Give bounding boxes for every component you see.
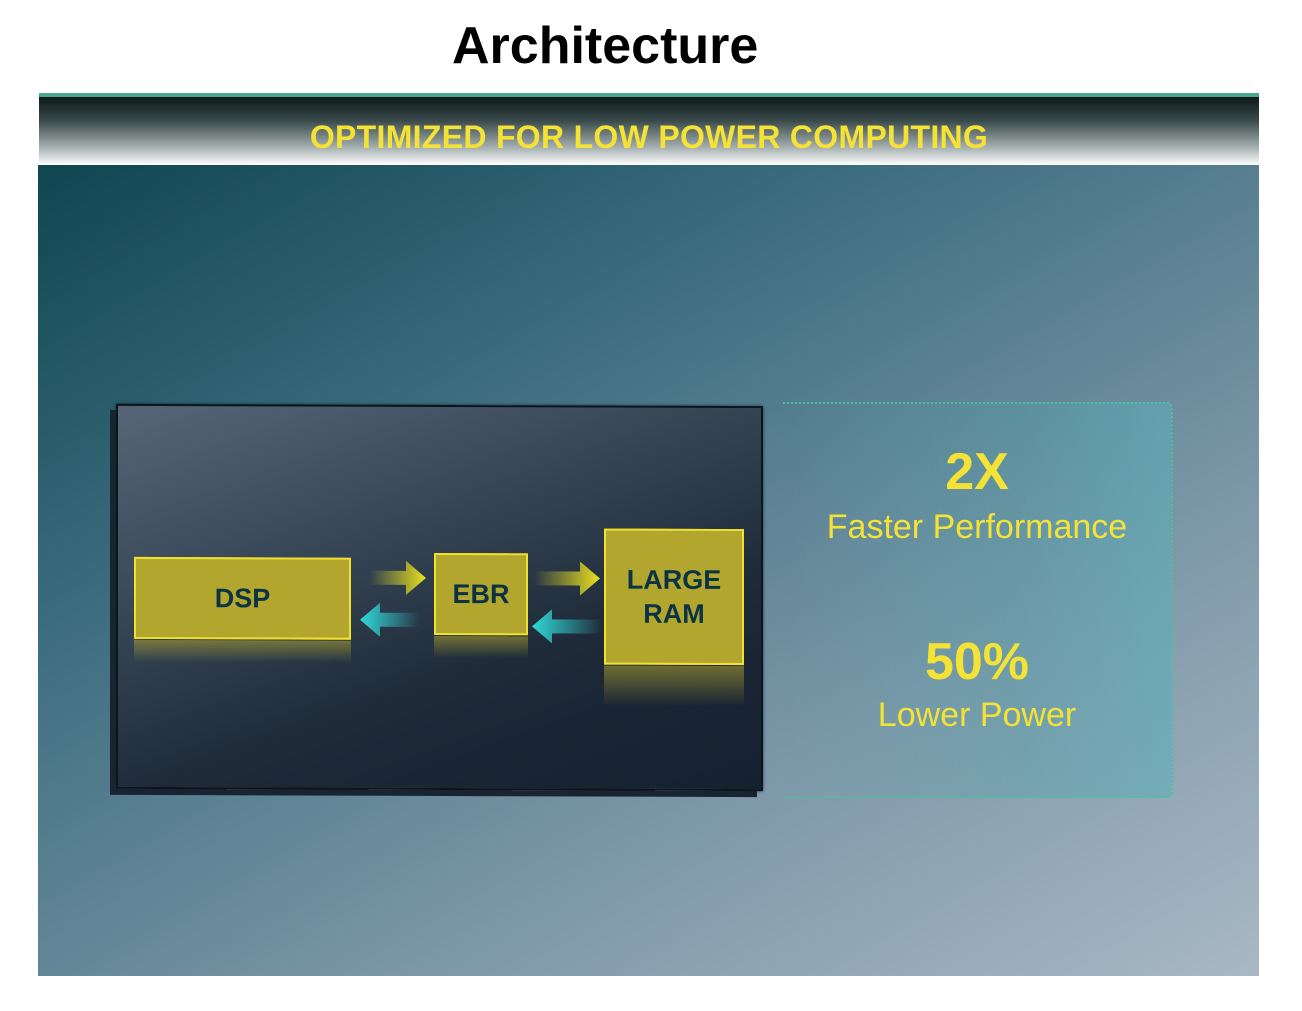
arrow-ram-to-ebr bbox=[532, 609, 602, 644]
large-ram-reflection bbox=[604, 665, 744, 707]
stat-power-value: 50% bbox=[924, 633, 1030, 691]
ebr-block: EBR bbox=[434, 552, 528, 636]
ebr-label: EBR bbox=[452, 579, 510, 610]
page-title: Architecture bbox=[452, 17, 759, 75]
stats-box: 2X Faster Performance 50% Lower Power bbox=[783, 402, 1173, 798]
arrow-dsp-to-ebr bbox=[370, 560, 426, 595]
arrow-ebr-to-dsp bbox=[360, 602, 420, 637]
main-panel: DSP EBR LARGE RAM bbox=[38, 165, 1259, 976]
stat-performance-value: 2X bbox=[945, 443, 1009, 501]
large-ram-block: LARGE RAM bbox=[604, 528, 744, 666]
large-ram-label-line1: LARGE bbox=[626, 564, 722, 595]
stat-performance-label: Faster Performance bbox=[826, 508, 1128, 546]
dsp-block: DSP bbox=[134, 556, 351, 640]
dsp-reflection bbox=[134, 639, 351, 663]
arrow-ebr-to-ram bbox=[534, 561, 600, 596]
architecture-diagram-board: DSP EBR LARGE RAM bbox=[116, 403, 763, 792]
stat-power-label: Lower Power bbox=[877, 696, 1077, 734]
subtitle: OPTIMIZED FOR LOW POWER COMPUTING bbox=[309, 119, 989, 155]
dsp-label: DSP bbox=[214, 583, 271, 614]
header-band: OPTIMIZED FOR LOW POWER COMPUTING bbox=[39, 93, 1259, 165]
large-ram-label-line2: RAM bbox=[643, 598, 705, 629]
ebr-reflection bbox=[434, 635, 528, 659]
